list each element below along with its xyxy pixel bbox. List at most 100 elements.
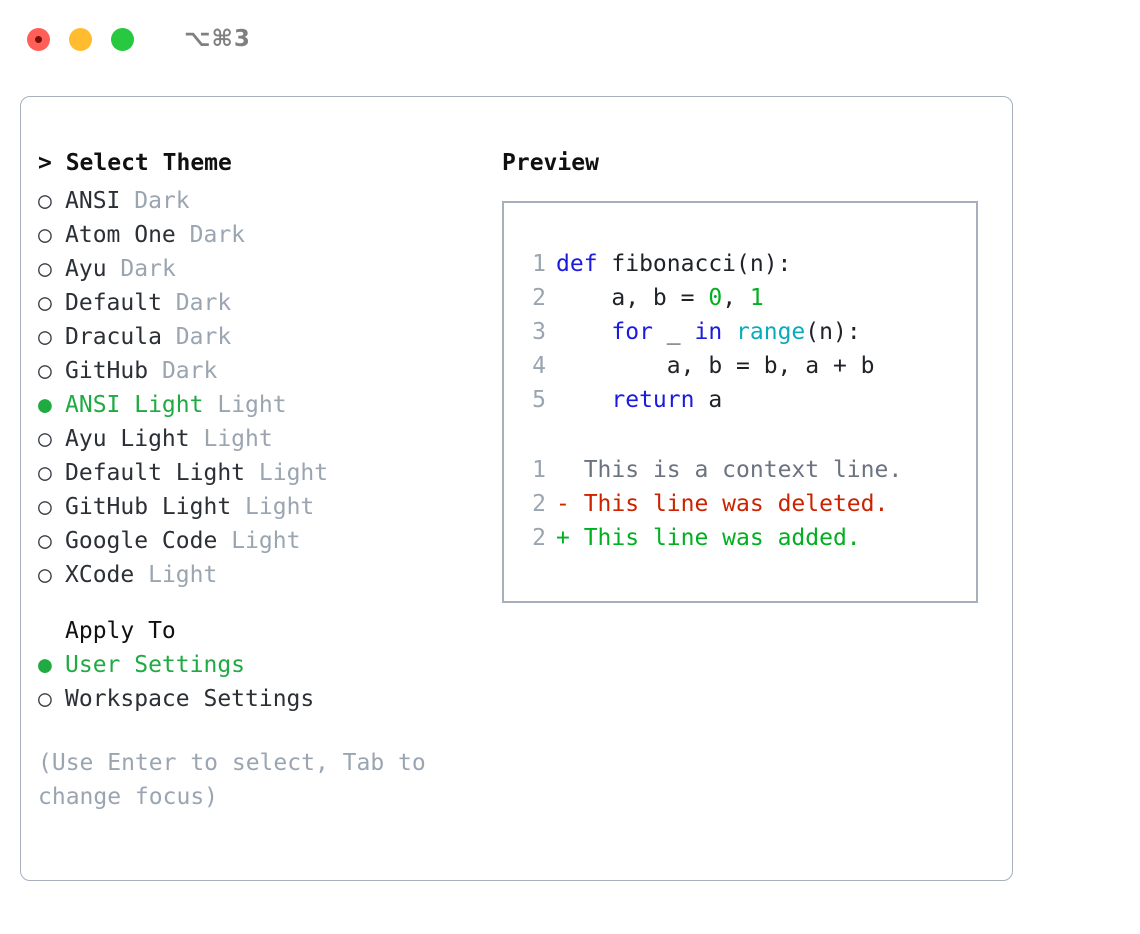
window-controls: [27, 27, 134, 51]
theme-option-variant: Dark: [134, 188, 190, 214]
theme-option[interactable]: ○XCode Light: [38, 558, 488, 592]
close-button-icon[interactable]: [27, 27, 50, 51]
diff-line-content: + This line was added.: [556, 521, 861, 555]
spacer: [176, 218, 190, 252]
theme-option-variant: Light: [245, 494, 315, 520]
code-token-txt: fibonacci(n):: [597, 251, 792, 277]
code-line-number: 5: [532, 387, 546, 413]
spacer: [120, 184, 134, 218]
radio-unselected-icon: ○: [38, 256, 52, 282]
code-line: 3 for _ in range(n):: [520, 315, 970, 349]
code-line: 1 def fibonacci(n):: [520, 247, 970, 281]
zoom-button-icon[interactable]: [111, 27, 134, 51]
code-line: 4 a, b = b, a + b: [520, 349, 970, 383]
apply-to-option[interactable]: ●User Settings: [38, 648, 488, 682]
theme-option[interactable]: ○ANSI Dark: [38, 184, 488, 218]
code-token-kw: def: [556, 251, 598, 277]
radio-selected-icon: ●: [38, 652, 52, 678]
diff-line: 1 This is a context line.: [520, 453, 970, 487]
radio-unselected-icon: ○: [38, 686, 52, 712]
code-token-kw: in: [694, 319, 723, 345]
theme-option[interactable]: ○ Dracula Dark: [38, 320, 488, 354]
radio-unselected-icon: ○: [38, 460, 52, 486]
theme-option-name: ANSI: [65, 188, 121, 214]
code-token-txt: [722, 319, 736, 345]
spacer: [231, 490, 245, 524]
code-token-txt: a, b = b, a + b: [556, 353, 875, 379]
theme-option-name: Ayu Light: [65, 426, 190, 452]
diff-line-text: This line was deleted.: [583, 491, 889, 517]
diff-marker: +: [556, 525, 584, 551]
radio-unselected-icon: ○: [38, 562, 52, 588]
theme-list[interactable]: ○ANSI Dark○Atom One Dark○Ayu Dark○Defaul…: [38, 184, 488, 592]
code-line-number: 2: [532, 285, 546, 311]
theme-option-name: Dracula: [65, 324, 162, 350]
spacer: [107, 252, 121, 286]
theme-option-name: GitHub Light: [65, 494, 232, 520]
diff-sample: 1 This is a context line.2- This line wa…: [520, 453, 970, 555]
code-token-kw: return: [611, 387, 695, 413]
theme-selection-column: > Select Theme ○ANSI Dark○Atom One Dark○…: [38, 149, 488, 814]
apply-to-option[interactable]: ○ Workspace Settings: [38, 682, 488, 716]
code-token-txt: [556, 319, 611, 345]
code-line-content: a, b = 0, 1: [556, 281, 763, 315]
theme-option-variant: Dark: [189, 222, 246, 248]
minimize-button-icon[interactable]: [69, 27, 92, 51]
spacer: [162, 320, 176, 354]
theme-option[interactable]: ○Default Dark: [38, 286, 488, 320]
theme-option[interactable]: ○Google Code Light: [38, 524, 488, 558]
apply-to-option-label: Workspace Settings: [65, 686, 315, 712]
code-line-number: 1: [532, 251, 546, 277]
theme-option-variant: Light: [258, 460, 329, 486]
spacer: [162, 286, 176, 320]
diff-marker: -: [556, 491, 584, 517]
spacer: [148, 354, 162, 388]
main-panel: > Select Theme ○ANSI Dark○Atom One Dark○…: [20, 96, 1013, 881]
apply-to-list[interactable]: ●User Settings ○ Workspace Settings: [38, 648, 488, 716]
code-line: 5 return a: [520, 383, 970, 417]
radio-unselected-icon: ○: [38, 222, 52, 248]
theme-option-variant: Light: [148, 562, 218, 588]
theme-option-variant: Dark: [175, 290, 232, 316]
theme-option[interactable]: ○ Atom One Dark: [38, 218, 488, 252]
theme-option-variant: Light: [217, 392, 287, 418]
theme-option[interactable]: ○Default Light Light: [38, 456, 488, 490]
code-token-kw: for: [611, 319, 653, 345]
code-line-number: 4: [532, 353, 546, 379]
spacer: [203, 388, 217, 422]
theme-option[interactable]: ○GitHub Dark: [38, 354, 488, 388]
theme-option-name: Atom One: [65, 222, 176, 248]
spacer: [134, 558, 148, 592]
theme-option-variant: Dark: [175, 324, 232, 350]
code-token-txt: _: [652, 319, 695, 345]
title-bar: ⌥⌘3: [0, 0, 1140, 78]
apply-to-section: Apply To ●User Settings○Workspace Settin…: [38, 614, 488, 716]
radio-unselected-icon: ○: [38, 324, 52, 350]
diff-marker: [556, 457, 584, 483]
diff-line-text: This is a context line.: [583, 457, 903, 483]
theme-option[interactable]: ○GitHub Light Light: [38, 490, 488, 524]
diff-line-number: 2: [532, 491, 546, 517]
theme-option-name: Google Code: [65, 528, 218, 554]
diff-line-number: 2: [532, 525, 546, 551]
select-theme-heading: > Select Theme: [38, 150, 232, 176]
code-token-txt: a: [694, 387, 723, 413]
code-line-content: return a: [556, 383, 722, 417]
diff-line: 2 + This line was added.: [520, 521, 970, 555]
code-line-content: for _ in range(n):: [556, 315, 860, 349]
code-token-fn: range: [736, 319, 806, 345]
theme-option[interactable]: ●ANSI Light Light: [38, 388, 488, 422]
theme-option-variant: Dark: [161, 358, 218, 384]
theme-option[interactable]: ○Ayu Light Light: [38, 422, 488, 456]
theme-option-name: GitHub: [65, 358, 149, 384]
keyboard-hint: (Use Enter to select, Tab to change focu…: [38, 750, 440, 810]
window-title: ⌥⌘3: [184, 26, 251, 52]
spacer: [217, 524, 231, 558]
code-token-txt: ,: [722, 285, 750, 311]
diff-line-content: - This line was deleted.: [556, 487, 888, 521]
theme-option[interactable]: ○Ayu Dark: [38, 252, 488, 286]
diff-line-content: This is a context line.: [556, 453, 903, 487]
